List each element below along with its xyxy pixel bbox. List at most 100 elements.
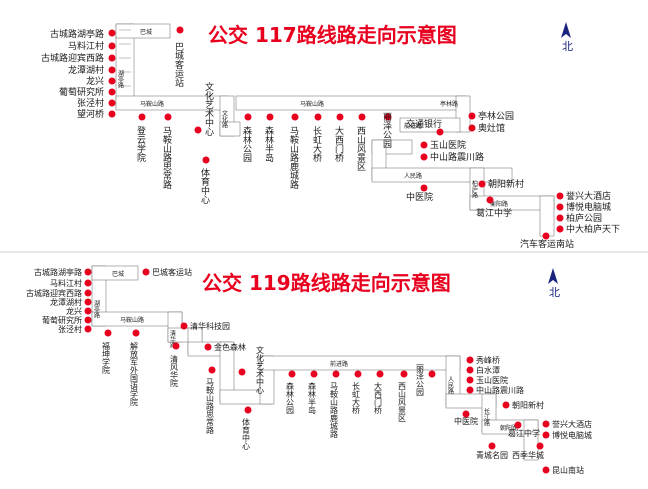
bus-stop: 森林公园: [286, 370, 296, 415]
bus-stop: 龙兴: [86, 75, 116, 87]
svg-text:龙潭湖村: 龙潭湖村: [50, 297, 82, 307]
bus-stop: 中医院: [406, 184, 433, 203]
svg-text:张泾村: 张泾村: [77, 97, 104, 109]
svg-text:森林半岛: 森林半岛: [308, 381, 317, 415]
bus-stop: 森林半岛: [308, 370, 318, 415]
stop-label: 巴城客运站: [152, 267, 192, 277]
svg-text:柏庐公园: 柏庐公园: [566, 212, 602, 224]
svg-text:葡萄研究所: 葡萄研究所: [59, 86, 104, 98]
svg-text:古城路湖亭路: 古城路湖亭路: [34, 267, 82, 277]
bus-stop: 大西门桥: [333, 113, 344, 163]
svg-text:朝阳新村: 朝阳新村: [488, 178, 524, 190]
bus-stop: 朝阳新村: [502, 400, 544, 410]
svg-text:奥灶馆: 奥灶馆: [478, 122, 505, 134]
road-label: 湖亭路: [93, 299, 100, 319]
svg-text:金色森林: 金色森林: [214, 342, 246, 352]
bus-stop: 马料江村: [68, 40, 116, 52]
bus-stop: 望河桥: [77, 108, 116, 120]
svg-text:马鞍山路思常路: 马鞍山路思常路: [161, 126, 172, 190]
north-label: 北: [549, 286, 560, 299]
bus-stop: 玉山医院: [420, 139, 466, 151]
svg-text:西山风景区: 西山风景区: [355, 126, 366, 171]
bus-stop: 张泾村: [77, 97, 116, 109]
road-label: 湖亭路: [117, 69, 124, 89]
bus-stop: 古城路迎宾西路: [26, 288, 92, 298]
bus-stop: 古城路迎宾西路: [41, 52, 116, 64]
route-117-bottom-stops: 登云学院 马鞍山路思常路 文化艺术中心 体育中心 森林公园 森林半岛 马鞍山路鹿…: [135, 81, 392, 204]
route-119-right-stops: 秀峰桥 白水潭 玉山医院 中山路震川路 朝阳新村 中医院 葛江中学 誉兴大酒店 …: [454, 355, 592, 475]
bus-stop: 西山风景区: [398, 370, 408, 422]
road-label: 文化路: [221, 109, 228, 129]
road-label: 柏庐路: [471, 179, 478, 199]
svg-text:汽车客运南站: 汽车客运南站: [520, 238, 574, 250]
svg-text:马鞍山路鹿城路: 马鞍山路鹿城路: [288, 126, 299, 190]
svg-text:葛江中学: 葛江中学: [508, 428, 540, 438]
road-label: 人民路: [404, 172, 422, 180]
svg-text:森林公园: 森林公园: [241, 125, 252, 163]
bus-stop: 中大柏庐天下: [556, 223, 620, 235]
svg-text:古城路迎宾西路: 古城路迎宾西路: [41, 52, 104, 64]
bus-stop: 清华科技园: [180, 321, 230, 331]
bus-stop: 长虹大桥: [311, 113, 322, 163]
svg-text:青城名园: 青城名园: [476, 450, 508, 460]
bus-stop: 丽泽公园: [416, 364, 436, 397]
road-label: 人民路: [447, 376, 454, 395]
bus-stop: 玉山医院: [466, 375, 508, 385]
bus-stop: 秀峰桥: [466, 355, 500, 365]
bus-stop: 龙兴: [66, 306, 92, 316]
road-label: 马鞍山路: [120, 316, 144, 324]
bus-stop: 朝阳新村: [478, 178, 524, 190]
route-117-right-stops: 亭林公园 奥灶馆 交通银行 玉山医院 中山路震川路 中医院 朝阳新村 葛江中学 …: [406, 110, 620, 250]
svg-text:长虹大桥: 长虹大桥: [352, 381, 361, 415]
bus-stop: 古城路湖亭路: [34, 267, 92, 277]
route-117-left-stops: 古城路湖亭路 马料江村 古城路迎宾西路 龙潭湖村 龙兴 葡萄研究所 张泾村 望河…: [41, 28, 116, 120]
north-arrow-icon: 北: [548, 268, 560, 299]
bus-stop: 誉兴大酒店: [542, 419, 592, 429]
route-117-road: 湖亭路 巴城 马鞍山路 文化路 马鞍山路 亭林路 前进路 人民路 柏庐路 衡阳路: [115, 23, 555, 237]
svg-text:文化艺术中心: 文化艺术中心: [256, 345, 265, 394]
route-117-title: 公交 117路线路走向示意图: [208, 23, 457, 47]
bus-stop: 葛江中学: [508, 421, 540, 438]
bus-stop: 柏庐公园: [556, 212, 602, 224]
bus-stop: 文化艺术中心: [238, 345, 265, 394]
svg-text:清风华院: 清风华院: [170, 354, 179, 388]
road-label: 巴城: [140, 29, 152, 36]
bus-stop: 葡萄研究所: [42, 315, 92, 325]
svg-text:登云学院: 登云学院: [135, 126, 146, 163]
north-arrow-icon: 北: [561, 22, 573, 53]
route-119-mid-stops: 福坤学院 解放军外国语学院 清华科技园 清风华院 金色森林 马鞍山路思常路 文化…: [102, 321, 265, 450]
bus-stop: 马鞍山路思常路: [206, 366, 216, 434]
svg-text:誉兴大酒店: 誉兴大酒店: [552, 419, 592, 429]
bus-stop: 清风华院: [170, 342, 180, 388]
svg-text:中山路震川路: 中山路震川路: [430, 151, 484, 163]
svg-text:古城路湖亭路: 古城路湖亭路: [50, 28, 104, 40]
route-117-map: 公交 117路线路走向示意图 北 湖亭路 巴城: [41, 22, 620, 250]
bus-stop: 大西门桥: [374, 370, 384, 415]
bus-stop: 体育中心: [199, 156, 210, 204]
svg-text:大西门桥: 大西门桥: [333, 125, 344, 163]
stop-label-vertical: 巴城客运站: [173, 42, 184, 88]
svg-text:丽泽公园: 丽泽公园: [416, 364, 425, 397]
road-label: 亭林路: [440, 100, 458, 108]
svg-text:西山风景区: 西山风景区: [398, 382, 407, 422]
bus-stop: 中医院: [454, 410, 478, 426]
bus-stop: 龙潭湖村: [50, 297, 92, 307]
road-label: 清华路: [169, 329, 176, 349]
svg-text:马料江村: 马料江村: [68, 40, 104, 52]
svg-text:龙兴: 龙兴: [86, 75, 104, 87]
svg-text:森林半岛: 森林半岛: [263, 125, 274, 163]
road-label: 前进路: [404, 122, 422, 130]
svg-text:博悦电脑城: 博悦电脑城: [552, 430, 592, 440]
bus-stop: 长虹大桥: [352, 370, 362, 415]
route-119-map: 公交 119路线路走向示意图 北 湖亭路 巴城 马鞍山路 清华路: [26, 265, 592, 475]
bus-stop: 青城名园: [476, 442, 508, 460]
svg-text:亭林公园: 亭林公园: [478, 110, 514, 122]
bus-stop: 巴城客运站: [173, 26, 184, 88]
bus-stop: 西季华城: [512, 442, 544, 460]
svg-text:马鞍山路鹿城路: 马鞍山路鹿城路: [330, 382, 339, 438]
bus-stop: 解放军外国语学院: [130, 329, 140, 407]
bus-stop: 森林半岛: [263, 113, 274, 163]
road-label: 衡阳路: [490, 200, 508, 208]
svg-text:体育中心: 体育中心: [199, 167, 210, 204]
